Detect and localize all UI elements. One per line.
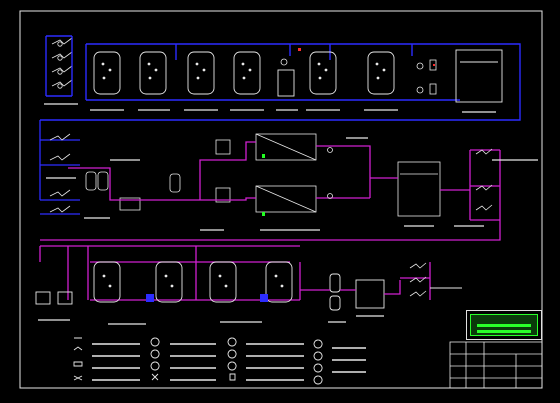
drawing-frame <box>19 10 543 389</box>
title-stamp-bar-1 <box>477 324 531 327</box>
section-1-pretreatment <box>40 35 521 121</box>
section-2-membrane <box>39 120 538 241</box>
title-block-table <box>449 341 543 389</box>
title-stamp-bar-2 <box>477 330 531 333</box>
title-stamp-inner <box>470 314 538 336</box>
symbol-legend <box>73 337 366 385</box>
section-3-ion-exchange <box>35 245 462 325</box>
title-stamp <box>466 310 542 340</box>
